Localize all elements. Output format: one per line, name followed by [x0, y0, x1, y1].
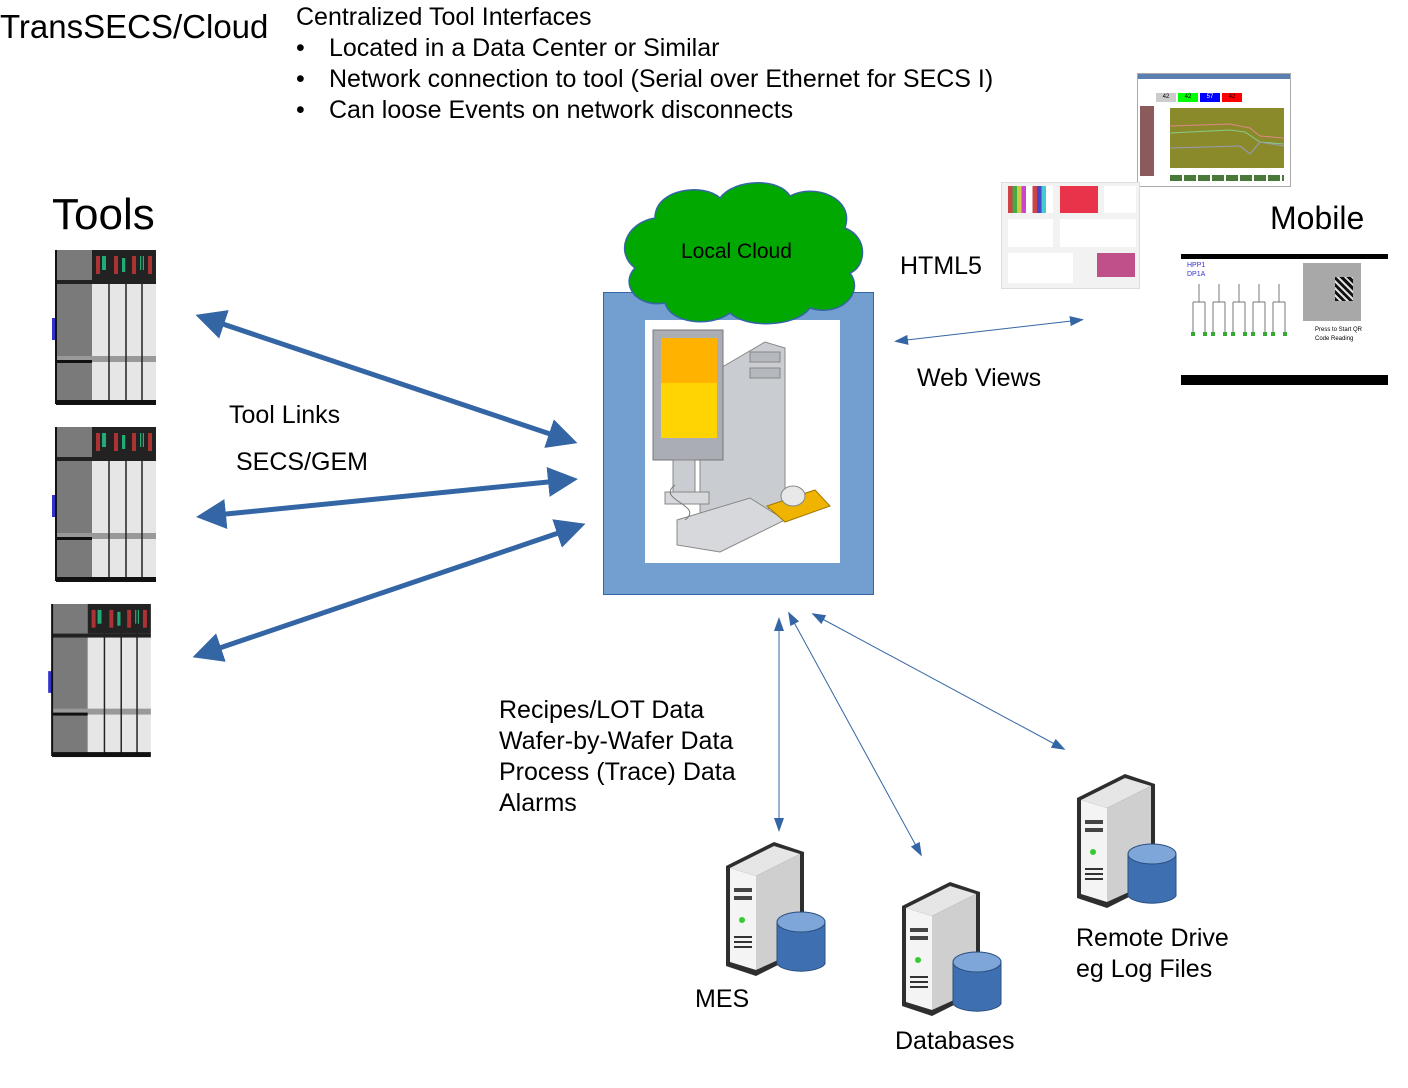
remote-drive-server-icon — [1077, 774, 1177, 908]
status-bar — [1181, 254, 1388, 259]
trend-chart-thumb — [1060, 219, 1136, 247]
desktop-computer-icon — [645, 320, 840, 563]
tool-link-arrow — [192, 519, 586, 662]
tool-link-arrow — [195, 310, 578, 448]
tool-link-arrow — [196, 467, 578, 529]
side-panel — [1140, 106, 1154, 176]
web-views-label: Web Views — [917, 364, 1042, 392]
value-tile: 57 — [1200, 93, 1220, 102]
local-cloud-shape — [624, 182, 864, 325]
qr-camera-view[interactable] — [1303, 263, 1361, 321]
qr-hint: Press to Start QR Code Reading — [1315, 326, 1362, 344]
intro-bullets: Located in a Data Center or Similar Netw… — [296, 33, 993, 126]
tool-rack-icon — [52, 427, 156, 582]
web-view-arrow — [894, 316, 1084, 345]
cloud-label: Local Cloud — [681, 240, 792, 263]
mobile-heading: Mobile — [1270, 200, 1365, 236]
circuit-diagram — [1191, 284, 1287, 336]
databases-server-icon — [902, 882, 1002, 1016]
mobile-line: DP1A — [1187, 271, 1206, 278]
bar-chart-thumb — [1008, 186, 1053, 213]
html5-charts-screenshot — [1001, 182, 1140, 289]
browser-titlebar — [1138, 74, 1290, 79]
mobile-lines: HPP1 DP1A — [1187, 261, 1205, 279]
stacked-area-thumb — [1097, 253, 1135, 277]
trend-lines — [1169, 123, 1285, 155]
range-buttons — [1170, 175, 1284, 181]
value-tile: 42 — [1222, 93, 1242, 102]
remote-drive-arrow — [811, 613, 1066, 750]
tool-rack-icon — [48, 603, 151, 758]
intro-heading: Centralized Tool Interfaces — [296, 3, 592, 31]
intro-bullet: Network connection to tool (Serial over … — [296, 64, 993, 95]
intro-bullet: Can loose Events on network disconnects — [296, 95, 993, 126]
data-flow-item: Alarms — [499, 789, 577, 817]
remote-drive-line: eg Log Files — [1076, 955, 1213, 983]
remote-drive-line: Remote Drive — [1076, 924, 1229, 952]
multi-line-thumb — [1008, 253, 1073, 283]
value-tiles: 42 42 57 42 — [1156, 93, 1242, 102]
web-dashboard-screenshot: 42 42 57 42 — [1137, 73, 1291, 187]
data-flow-list: Recipes/LOT Data Wafer-by-Wafer Data Pro… — [499, 695, 736, 819]
value-tile: 42 — [1178, 93, 1198, 102]
diagram-title: TransSECS/Cloud — [0, 8, 269, 45]
nav-bar — [1181, 375, 1388, 385]
qr-code-icon — [1335, 277, 1353, 301]
mes-label: MES — [695, 985, 750, 1013]
data-flow-item: Recipes/LOT Data — [499, 696, 705, 724]
databases-arrow — [788, 611, 922, 857]
trend-chart — [1169, 108, 1285, 168]
mobile-screenshot: HPP1 DP1A Press to Start QR Code Reading — [1181, 254, 1388, 385]
tools-heading: Tools — [52, 190, 155, 239]
data-flow-item: Wafer-by-Wafer Data — [499, 727, 734, 755]
data-flow-item: Process (Trace) Data — [499, 758, 736, 786]
html5-label: HTML5 — [900, 252, 982, 280]
area-chart-thumb — [1060, 186, 1098, 213]
qr-hint-line: Code Reading — [1315, 336, 1354, 342]
qr-hint-line: Press to Start QR — [1315, 327, 1363, 333]
remote-drive-label: Remote Drive eg Log Files — [1076, 923, 1229, 985]
databases-label: Databases — [895, 1027, 1015, 1055]
mes-server-icon — [726, 842, 826, 976]
tool-rack-icon — [52, 250, 156, 405]
line-chart-thumb — [1104, 186, 1136, 213]
value-tile: 42 — [1156, 93, 1176, 102]
intro-bullet: Located in a Data Center or Similar — [296, 33, 993, 64]
intro-block: Centralized Tool Interfaces Located in a… — [296, 2, 993, 126]
mobile-line: HPP1 — [1187, 262, 1206, 269]
scatter-chart-thumb — [1008, 219, 1053, 247]
